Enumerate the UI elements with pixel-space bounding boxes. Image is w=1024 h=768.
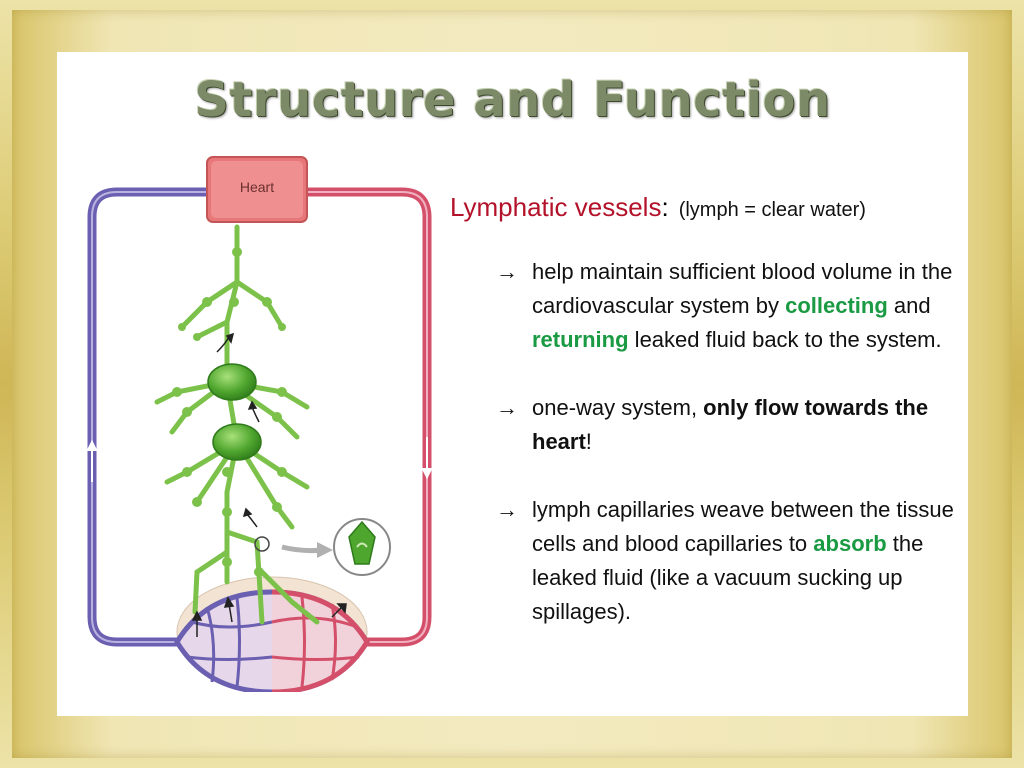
bullet-3: → lymph capillaries weave between the ti… bbox=[496, 493, 960, 629]
heading-colon: : bbox=[661, 192, 669, 222]
lymph-flow-arrows bbox=[191, 332, 347, 637]
flow-arrow-down bbox=[421, 437, 433, 480]
bullet-3-text-a: lymph capillaries weave between the tiss… bbox=[532, 497, 954, 556]
flow-arrow-up bbox=[86, 439, 98, 482]
vein-loop-left bbox=[87, 187, 232, 647]
bullet-1-text-a: help maintain sufficient blood volume in… bbox=[532, 259, 953, 318]
bullet-2-text-a: one-way system, bbox=[532, 395, 704, 420]
content-text-area: Lymphatic vessels:(lymph = clear water) … bbox=[450, 190, 960, 629]
capillary-bed bbox=[174, 576, 370, 692]
heading-term: Lymphatic vessels bbox=[450, 192, 662, 222]
bullet-1: → help maintain sufficient blood volume … bbox=[496, 255, 960, 357]
valve-magnifier bbox=[254, 518, 391, 576]
heart-box: Heart bbox=[206, 156, 308, 223]
bullet-1-text-c: leaked fluid back to the system. bbox=[628, 327, 942, 352]
heading-note: (lymph = clear water) bbox=[678, 199, 866, 221]
heart-label: Heart bbox=[240, 179, 274, 195]
lymph-node-lower bbox=[212, 423, 262, 461]
lymph-beads bbox=[172, 247, 287, 577]
bullet-1-highlight-returning: returning bbox=[532, 327, 629, 352]
bullet-2-bold: only flow towards the heart bbox=[532, 395, 929, 454]
bullet-2: → one-way system, only flow towards the … bbox=[496, 391, 960, 459]
arrow-icon: → bbox=[496, 497, 518, 522]
slide-canvas: Structure and Function bbox=[57, 52, 968, 716]
bullet-3-highlight-absorb: absorb bbox=[813, 531, 887, 556]
bullet-1-text-b: and bbox=[887, 293, 931, 318]
arrow-icon: → bbox=[496, 395, 518, 420]
bullet-1-highlight-collecting: collecting bbox=[785, 293, 888, 318]
bullet-3-text-b: the leaked fluid (like a vacuum sucking … bbox=[532, 531, 924, 624]
arrow-icon: → bbox=[496, 259, 518, 284]
slide-title: Structure and Function bbox=[194, 72, 831, 128]
lymph-node-upper bbox=[207, 363, 257, 401]
lymphatic-system-diagram: Heart bbox=[86, 156, 433, 692]
bullet-2-text-b: ! bbox=[585, 429, 592, 454]
heading-line: Lymphatic vessels: (lymph = clear water) bbox=[450, 190, 960, 227]
